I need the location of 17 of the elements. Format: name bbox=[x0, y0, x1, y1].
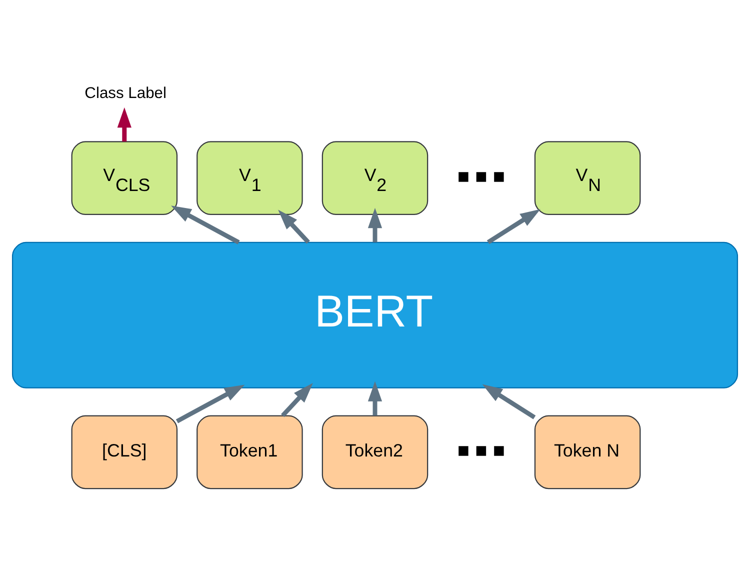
arrow bbox=[486, 209, 540, 244]
arrow bbox=[368, 208, 382, 242]
arrow bbox=[117, 107, 132, 142]
node-box: Token2 bbox=[322, 415, 428, 490]
label: ■ ■ ■ bbox=[457, 440, 506, 462]
node-box: Token N bbox=[534, 415, 641, 490]
node-text: Class Label bbox=[84, 84, 166, 102]
arrow bbox=[482, 384, 536, 420]
label: ■ ■ ■ bbox=[457, 166, 506, 188]
arrow bbox=[176, 384, 245, 424]
node-box: BERT bbox=[12, 242, 738, 388]
arrow bbox=[280, 382, 313, 418]
arrow bbox=[171, 206, 240, 244]
arrow bbox=[278, 210, 310, 244]
arrow bbox=[368, 381, 382, 416]
node-box: Token1 bbox=[196, 415, 303, 490]
node-box: [CLS] bbox=[71, 415, 178, 490]
